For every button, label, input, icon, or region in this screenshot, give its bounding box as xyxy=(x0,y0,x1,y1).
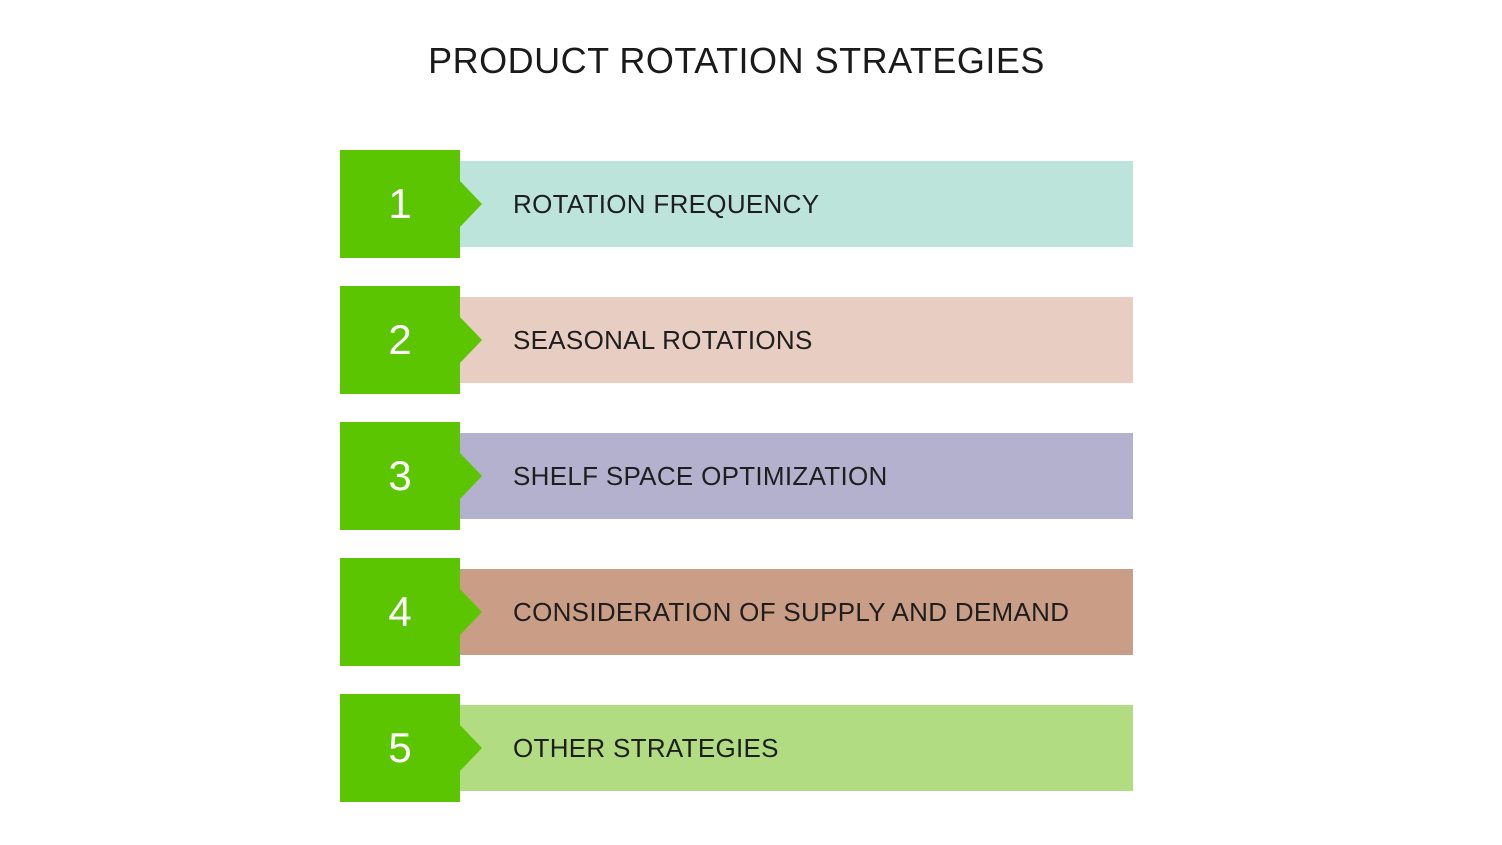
step-number-marker: 2 xyxy=(340,286,460,394)
strategy-bar: ROTATION FREQUENCY xyxy=(460,161,1133,247)
step-number: 1 xyxy=(388,180,412,227)
arrow-right-icon xyxy=(460,317,482,363)
arrow-right-icon xyxy=(460,589,482,635)
strategy-row: SHELF SPACE OPTIMIZATION 3 xyxy=(340,422,1133,530)
arrow-right-icon xyxy=(460,725,482,771)
step-number: 4 xyxy=(388,588,412,635)
step-number-marker: 4 xyxy=(340,558,460,666)
strategy-row: OTHER STRATEGIES 5 xyxy=(340,694,1133,802)
strategy-bar: CONSIDERATION OF SUPPLY AND DEMAND xyxy=(460,569,1133,655)
strategy-label: OTHER STRATEGIES xyxy=(513,732,779,763)
step-number-marker: 3 xyxy=(340,422,460,530)
strategy-row: ROTATION FREQUENCY 1 xyxy=(340,150,1133,258)
step-number: 2 xyxy=(388,316,412,363)
strategy-bar: OTHER STRATEGIES xyxy=(460,705,1133,791)
strategy-label: SHELF SPACE OPTIMIZATION xyxy=(513,460,888,491)
step-number-marker: 1 xyxy=(340,150,460,258)
step-number: 3 xyxy=(388,452,412,499)
strategy-label: ROTATION FREQUENCY xyxy=(513,188,820,219)
strategy-bar: SHELF SPACE OPTIMIZATION xyxy=(460,433,1133,519)
page-title: PRODUCT ROTATION STRATEGIES xyxy=(428,40,1045,81)
step-number-marker: 5 xyxy=(340,694,460,802)
arrow-right-icon xyxy=(460,181,482,227)
step-number: 5 xyxy=(388,724,412,771)
arrow-right-icon xyxy=(460,453,482,499)
strategy-bar: SEASONAL ROTATIONS xyxy=(460,297,1133,383)
strategy-row: SEASONAL ROTATIONS 2 xyxy=(340,286,1133,394)
strategy-row: CONSIDERATION OF SUPPLY AND DEMAND 4 xyxy=(340,558,1133,666)
strategy-label: CONSIDERATION OF SUPPLY AND DEMAND xyxy=(513,596,1070,627)
strategy-label: SEASONAL ROTATIONS xyxy=(513,324,813,355)
